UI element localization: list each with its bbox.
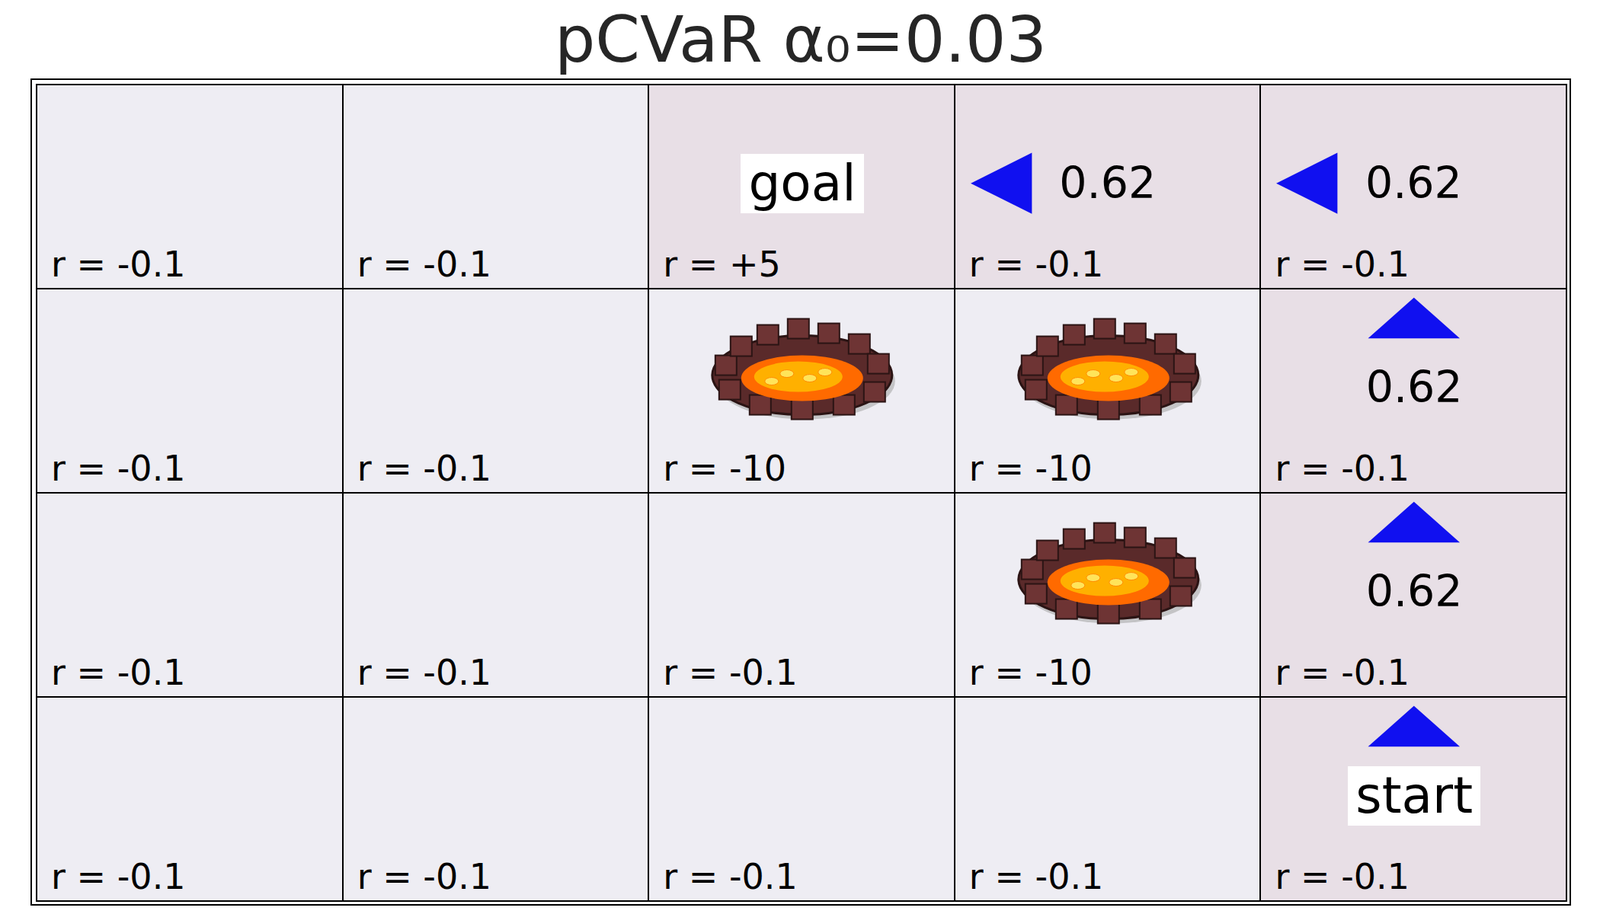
reward-label: r = +5	[662, 246, 781, 282]
value-label: 0.62	[1365, 161, 1463, 205]
grid-cell: r = -0.1	[953, 696, 1262, 903]
reward-label: r = -0.1	[662, 655, 797, 691]
reward-label: r = -0.1	[1274, 655, 1409, 691]
reward-label: r = -10	[969, 451, 1093, 487]
reward-label: r = -0.1	[51, 451, 186, 487]
lava-pit	[1018, 319, 1202, 420]
reward-label: r = -0.1	[51, 246, 186, 282]
reward-label: r = -0.1	[1274, 859, 1409, 895]
grid-cell: r = -0.1	[342, 83, 650, 290]
reward-label: r = -10	[662, 451, 787, 487]
grid-cell: goal r = +5	[647, 83, 956, 290]
goal-label: goal	[740, 153, 864, 214]
left-arrow	[970, 152, 1032, 214]
reward-label: r = -10	[969, 655, 1093, 691]
reward-label: r = -0.1	[969, 246, 1104, 282]
grid-cell: r = -10	[647, 288, 956, 494]
grid-cell: r = -0.1	[342, 696, 650, 903]
grid-cell: r = -10	[953, 492, 1262, 698]
reward-label: r = -0.1	[357, 451, 492, 487]
grid-cell: 0.62 r = -0.1	[1259, 83, 1568, 290]
reward-label: r = -0.1	[51, 859, 186, 895]
grid-cell: r = -10	[953, 288, 1262, 494]
grid-cell: r = -0.1	[647, 492, 956, 698]
reward-label: r = -0.1	[357, 246, 492, 282]
up-arrow	[1368, 297, 1460, 340]
grid-cell: start r = -0.1	[1259, 696, 1568, 903]
reward-label: r = -0.1	[1274, 246, 1409, 282]
reward-label: r = -0.1	[357, 859, 492, 895]
left-arrow	[1276, 152, 1338, 214]
lava-pit	[712, 319, 896, 420]
reward-label: r = -0.1	[662, 859, 797, 895]
start-label: start	[1347, 766, 1481, 826]
outer-border	[31, 79, 1571, 906]
up-arrow	[1368, 502, 1460, 544]
reward-label: r = -0.1	[357, 655, 492, 691]
grid-cell: 0.62 r = -0.1	[953, 83, 1262, 290]
grid-cell: r = -0.1	[35, 492, 344, 698]
lava-pit	[1018, 523, 1202, 624]
grid-cell: 0.62 r = -0.1	[1259, 492, 1568, 698]
grid-cell: r = -0.1	[35, 288, 344, 494]
grid-cell: r = -0.1	[342, 492, 650, 698]
plot-title: pCVaR α₀=0.03	[554, 7, 1047, 72]
reward-label: r = -0.1	[1274, 451, 1409, 487]
reward-label: r = -0.1	[969, 859, 1104, 895]
up-arrow	[1368, 706, 1460, 748]
grid-cell: r = -0.1	[342, 288, 650, 494]
grid-cell: r = -0.1	[647, 696, 956, 903]
reward-label: r = -0.1	[51, 655, 186, 691]
value-label: 0.62	[1366, 569, 1463, 614]
grid-cell: r = -0.1	[35, 696, 344, 903]
grid-cell: r = -0.1	[35, 83, 344, 290]
value-label: 0.62	[1059, 161, 1156, 205]
grid-cell: 0.62 r = -0.1	[1259, 288, 1568, 494]
value-label: 0.62	[1366, 365, 1463, 410]
